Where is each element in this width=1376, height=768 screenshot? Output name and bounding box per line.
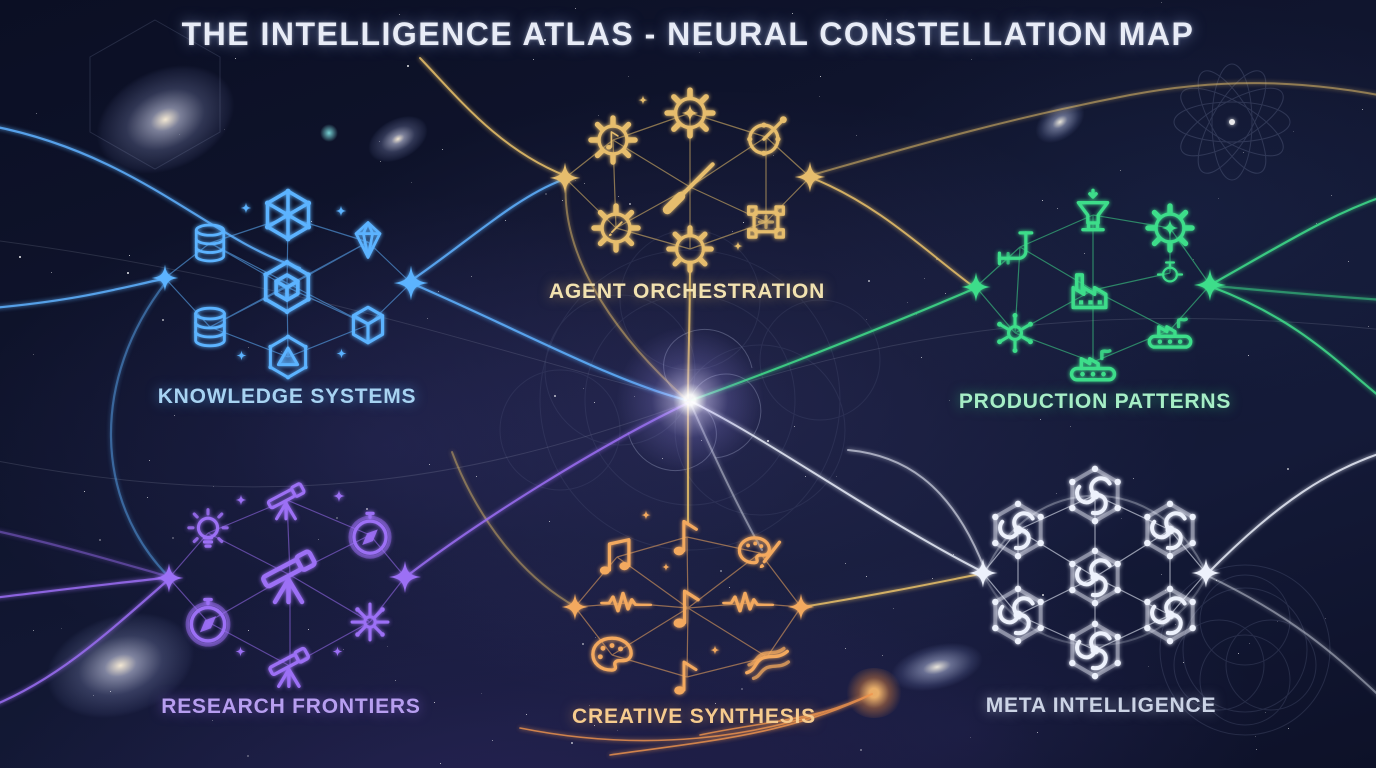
music-note-icon (605, 131, 619, 151)
sparkle-icon (332, 646, 343, 657)
conveyor-icon (1147, 317, 1193, 349)
creative-network-lines (574, 536, 802, 678)
star-icon (680, 103, 700, 123)
cluster-networks (164, 112, 1211, 678)
sparkle-icon (235, 494, 247, 506)
sparkle-icon (336, 348, 347, 359)
meta-intelligence-label: META INTELLIGENCE (985, 694, 1217, 717)
sparkle-icon (235, 646, 246, 657)
agent-orchestration-label: AGENT ORCHESTRATION (548, 280, 826, 303)
sparkle-icon (640, 509, 652, 521)
rosette-core (1229, 119, 1235, 125)
cube-icon (351, 305, 385, 345)
music-note-icon (672, 660, 698, 697)
flower-of-life-circles (1159, 564, 1331, 736)
sparkle-icon (637, 94, 649, 106)
frame-node-icon (747, 205, 785, 239)
sparkle-icon (709, 644, 721, 656)
agent-network-lines (564, 112, 811, 250)
geometric-rosette (1173, 63, 1291, 181)
knowledge-network-lines (164, 216, 412, 358)
music-note-icon (598, 538, 631, 577)
hex-network-icon (263, 187, 313, 243)
factory-icon (1071, 273, 1108, 310)
creative-synthesis-label: CREATIVE SYNTHESIS (572, 705, 816, 728)
telescope-icon (266, 646, 311, 688)
agent-orchestration-cluster (548, 90, 827, 270)
database-icon (194, 223, 226, 263)
gem-icon (354, 221, 382, 259)
telescope-icon (265, 481, 307, 521)
research-network-lines (168, 499, 406, 667)
star-icon (560, 592, 590, 622)
research-frontiers-label: RESEARCH FRONTIERS (161, 695, 421, 718)
compass-icon (348, 511, 392, 559)
hopper-icon (1076, 188, 1110, 232)
star-icon (966, 556, 1000, 590)
hexagon-outline (89, 19, 221, 170)
sparkle-icon (240, 202, 252, 214)
sparkle-icon (661, 562, 671, 572)
star-icon (387, 559, 423, 595)
knowledge-systems-label: KNOWLEDGE SYSTEMS (157, 385, 417, 408)
page-title: THE INTELLIGENCE ATLAS - NEURAL CONSTELL… (181, 16, 1195, 52)
blue-streams (0, 126, 688, 577)
star-icon (1160, 218, 1180, 238)
orange-filaments (519, 693, 873, 756)
star-icon (1192, 267, 1228, 303)
waveform-icon (599, 591, 653, 614)
pipe-icon (997, 231, 1034, 266)
star-icon (786, 592, 816, 622)
sparkle-icon (335, 205, 347, 217)
production-patterns-label: PRODUCTION PATTERNS (958, 390, 1232, 413)
music-note-icon (671, 589, 700, 630)
ribbon-icon (745, 646, 791, 681)
sparkle-icon (332, 489, 346, 503)
sparkle-icon (732, 240, 744, 252)
purple-streams (0, 401, 690, 704)
waveform-icon (721, 591, 775, 614)
star-icon (959, 270, 993, 304)
sparkle-icon (236, 350, 247, 361)
database-icon (194, 306, 226, 348)
telescope-icon (261, 551, 315, 602)
star-icon (1189, 556, 1223, 590)
production-patterns-cluster (959, 188, 1228, 382)
knowledge-systems-cluster (150, 187, 430, 381)
